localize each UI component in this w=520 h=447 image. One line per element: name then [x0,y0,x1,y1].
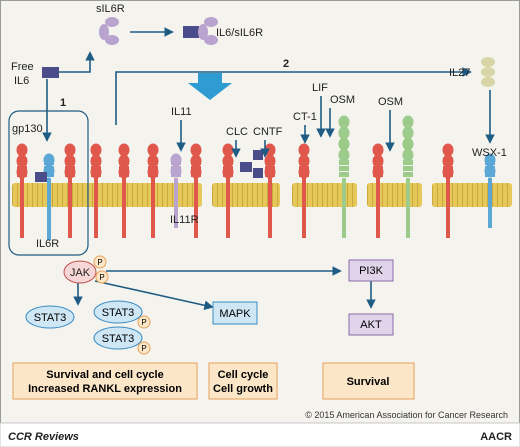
label-osm-1: OSM [330,94,355,106]
mapk-label: MAPK [219,308,251,320]
footer-aacr-logo: AACR [480,431,512,443]
stat3-bottom-phospho [137,341,151,355]
copyright-text: © 2015 American Association for Cancer R… [305,410,508,420]
label-free-il6-1: Free [11,61,34,73]
label-wsx1: WSX-1 [472,147,507,159]
stat3-dimer-bottom [93,326,143,350]
jak-label: JAK [70,267,91,279]
akt-label: AKT [360,319,382,331]
label-il11: IL11 [171,106,192,118]
gp130-chain [190,143,202,238]
bound-ligand [35,172,47,182]
outcome-box-1-line-2: Increased RANKL expression [28,383,182,395]
label-ct1: CT-1 [293,111,317,123]
stat3-top-phospho-label: P [141,318,146,327]
gp130-chain [298,143,310,238]
il11r-chain [170,153,182,228]
stat3-node [25,305,75,329]
label-lif: LIF [312,82,328,94]
il6-sil6r-complex [183,17,218,45]
outcome-box-2-line-2: Cell growth [213,383,273,395]
outcome-box-2-line-1: Cell cycle [218,369,269,381]
stat3-dimer-top-label: STAT3 [102,307,135,319]
footer-bar [0,422,520,447]
jak-phospho-1 [93,255,107,269]
outcome-box-survival [322,362,415,400]
osmr-chain [402,115,414,238]
pi3k-node [348,259,394,282]
gp130-chain [222,143,234,238]
gp130-chain [118,143,130,238]
free-il6-ligand [42,67,59,78]
lifr-chain [338,115,350,238]
label-il11r: IL11R [170,214,199,226]
jak-phospho-1-label: P [97,258,102,267]
outcome-box-survival-cell-cycle [12,362,198,400]
stat3-dimer-bottom-label: STAT3 [102,333,135,345]
il27-ligand [481,57,495,87]
label-clc: CLC [226,126,248,138]
stat3-bottom-phospho-label: P [141,344,146,353]
outcome-box-1-line-1: Survival and cell cycle [46,369,163,381]
label-il6r: IL6R [36,238,59,250]
jak-phospho-2 [95,270,109,284]
receptor-chains [16,115,496,240]
il6r-complex-outline [8,110,89,256]
wsx1-chain [484,153,496,228]
bound-ligand [240,162,252,172]
gp130-chain [147,143,159,238]
label-gp130: gp130 [12,123,43,135]
outcome-box-cell-growth [208,362,278,400]
sil6r-ligand [99,17,119,45]
gp130-chain [442,143,454,238]
gp130-chain [372,143,384,238]
label-number-1: 1 [60,97,66,109]
mapk-node [212,301,258,325]
signal-arrows [42,27,495,311]
bound-ligand [253,168,263,178]
gp130-chain [16,143,28,238]
bound-ligand [253,150,263,160]
stat3-label: STAT3 [34,312,67,324]
label-free-il6-2: IL6 [14,75,29,87]
big-down-arrow [188,73,232,100]
label-osm-2: OSM [378,96,403,108]
footer-journal-name: CCR Reviews [8,431,79,443]
label-il27: IL27 [449,67,470,79]
gp130-chain [90,143,102,238]
akt-node [348,313,394,336]
label-cntf: CNTF [253,126,283,138]
cell-membrane [12,183,512,207]
pi3k-label: PI3K [359,265,384,277]
stat3-dimer-top [93,300,143,324]
label-il6-sil6r: IL6/sIL6R [216,27,263,39]
outcome-box-3-label: Survival [347,376,390,388]
stat3-top-phospho [137,315,151,329]
jak-node [63,260,97,284]
label-number-2: 2 [283,58,289,70]
gp130-chain [64,143,76,238]
label-sil6r: sIL6R [96,3,125,15]
jak-phospho-2-label: P [99,273,104,282]
